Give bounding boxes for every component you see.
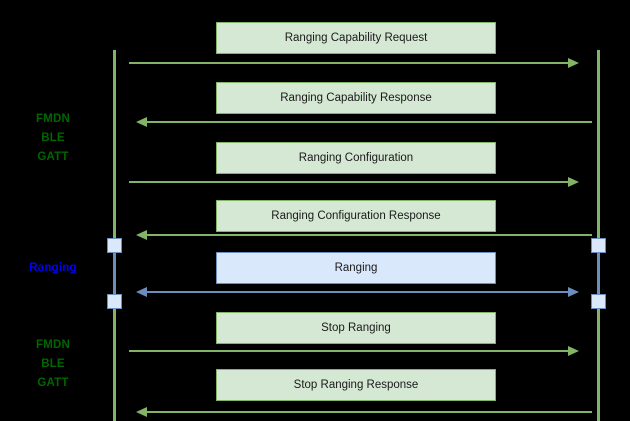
- arrow-head-right-icon: [568, 58, 579, 68]
- message-arrow-line-stop-ranging-response: [147, 411, 592, 413]
- message-box-ranging-configuration: Ranging Configuration: [216, 142, 496, 174]
- message-box-ranging: Ranging: [216, 252, 496, 284]
- message-arrow-line-stop-ranging: [129, 350, 573, 352]
- arrow-head-left-icon: [136, 230, 147, 240]
- activation-box-right-start: [591, 238, 606, 253]
- message-box-ranging-capability-response: Ranging Capability Response: [216, 82, 496, 114]
- activation-bar-left: [113, 245, 116, 300]
- activation-box-left-start: [107, 238, 122, 253]
- message-arrow-line-ranging-capability-response: [147, 121, 592, 123]
- activation-bar-right: [597, 245, 600, 300]
- phase-label-fmdn-ble-gatt-top: FMDN BLE GATT: [35, 113, 70, 163]
- arrow-head-left-icon: [136, 117, 147, 127]
- arrow-head-right-icon: [568, 346, 579, 356]
- lifeline-left: [113, 50, 116, 421]
- message-box-ranging-capability-request: Ranging Capability Request: [216, 22, 496, 54]
- message-box-stop-ranging-response: Stop Ranging Response: [216, 369, 496, 401]
- arrow-head-right-icon: [568, 287, 579, 297]
- message-box-ranging-configuration-response: Ranging Configuration Response: [216, 200, 496, 232]
- arrow-head-left-icon: [136, 407, 147, 417]
- lifeline-right: [597, 50, 600, 421]
- message-arrow-line-ranging-capability-request: [129, 62, 573, 64]
- arrow-head-right-icon: [568, 177, 579, 187]
- activation-box-right-end: [591, 294, 606, 309]
- message-arrow-line-ranging-configuration: [129, 181, 573, 183]
- arrow-head-left-icon: [136, 287, 147, 297]
- message-box-stop-ranging: Stop Ranging: [216, 312, 496, 344]
- phase-label-ranging: Ranging: [29, 262, 77, 274]
- activation-box-left-end: [107, 294, 122, 309]
- message-arrow-line-ranging-configuration-response: [147, 234, 592, 236]
- message-arrow-line-ranging: [147, 291, 573, 293]
- phase-label-fmdn-ble-gatt-bottom: FMDN BLE GATT: [35, 339, 70, 389]
